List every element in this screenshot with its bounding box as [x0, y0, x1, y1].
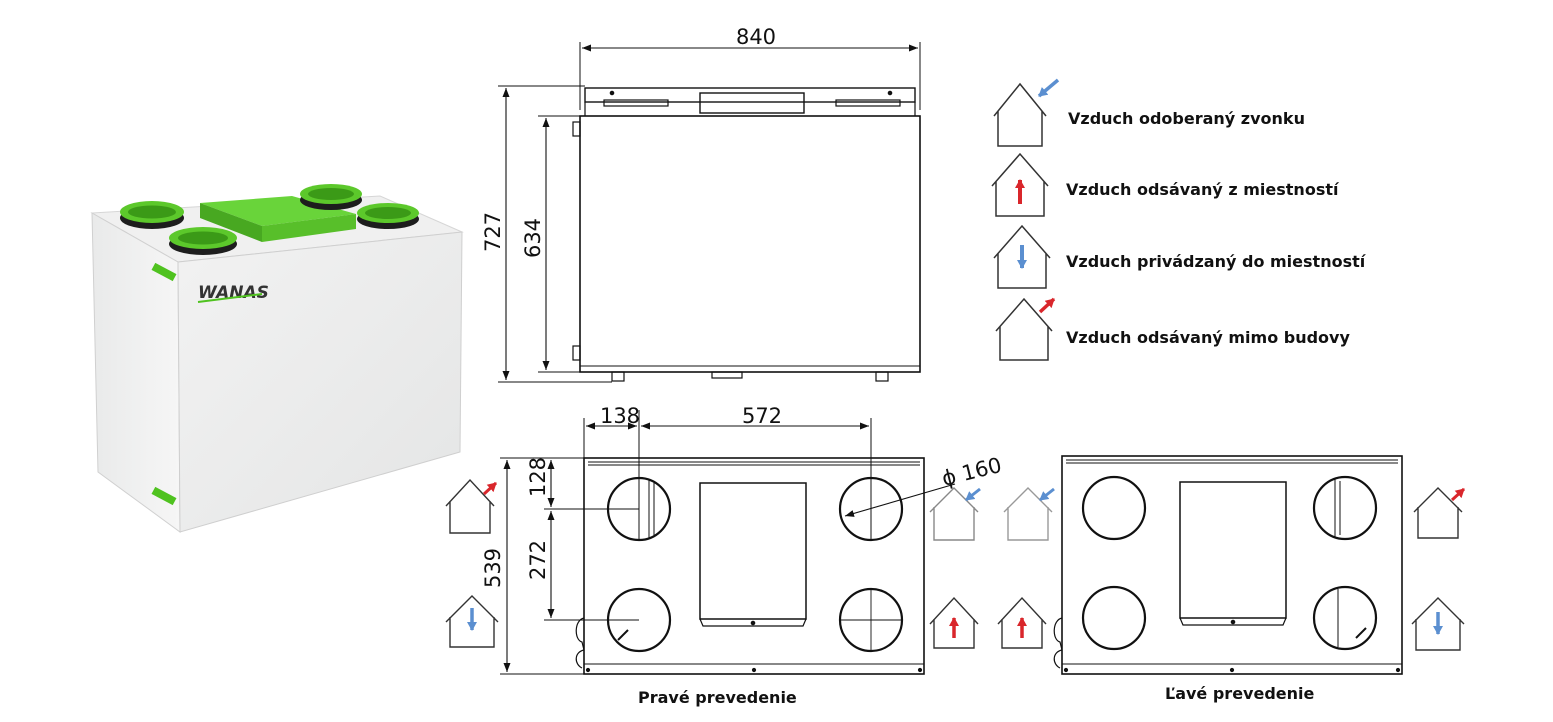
top-view-left-drawing [1053, 455, 1403, 675]
house-arrow-down-icon [1411, 597, 1465, 651]
house-arrow-up-icon [929, 596, 979, 649]
brand-logo: WANAS [198, 283, 269, 303]
duct-port [1081, 585, 1147, 651]
dimension-duct-spacing-y-label: 272 [526, 540, 550, 580]
product-illustration: WANAS [90, 184, 464, 533]
house-arrow-in-icon [1003, 487, 1055, 541]
dimension-duct-offset-y-label: 128 [526, 457, 550, 497]
legend-label-supply-air: Vzduch privádzaný do miestností [1066, 252, 1366, 271]
house-arrow-in-icon [993, 78, 1060, 147]
front-view-drawing [498, 42, 921, 383]
house-arrow-out-icon [1413, 487, 1466, 539]
house-arrow-in-icon [929, 487, 981, 541]
dimension-height-total-label: 727 [481, 212, 505, 252]
house-arrow-up-icon [997, 596, 1047, 649]
latch-bottom [151, 486, 177, 506]
legend-label-outdoor-air: Vzduch odoberaný zvonku [1068, 109, 1305, 128]
dimension-height-body-label: 634 [521, 218, 545, 258]
control-box-front [262, 214, 356, 242]
duct-collar [300, 184, 362, 210]
dimension-duct-spacing-x-label: 572 [742, 404, 782, 428]
house-arrow-down-icon [445, 595, 499, 648]
top-view-right-drawing [500, 410, 956, 675]
duct-port [1312, 475, 1378, 541]
dimension-duct-diameter-label: ϕ 160 [939, 453, 1004, 491]
latch-top [151, 262, 177, 282]
dimension-duct-offset-x-label: 138 [600, 404, 640, 428]
unit-side-panel [91, 212, 181, 533]
duct-port [1312, 585, 1378, 651]
caption-left-version: Ľavé prevedenie [1165, 684, 1315, 703]
duct-port [1081, 475, 1147, 541]
duct-port [838, 587, 904, 653]
brand-logo-underline [197, 293, 263, 303]
duct-collar [120, 201, 184, 229]
house-arrow-down-icon [993, 224, 1051, 289]
house-arrow-out-icon [445, 478, 498, 534]
control-box-side [200, 203, 262, 242]
legend-label-exhaust-air: Vzduch odsávaný mimo budovy [1066, 328, 1350, 347]
duct-collar [357, 203, 419, 229]
unit-front-panel [177, 231, 463, 533]
dimension-width-label: 840 [736, 25, 776, 49]
dimension-depth-label: 539 [481, 548, 505, 588]
legend-label-extract-air: Vzduch odsávaný z miestností [1066, 180, 1339, 199]
house-arrow-up-icon [991, 152, 1049, 217]
duct-collar [169, 227, 237, 255]
house-arrow-out-icon [995, 297, 1056, 361]
caption-right-version: Pravé prevedenie [638, 688, 797, 707]
